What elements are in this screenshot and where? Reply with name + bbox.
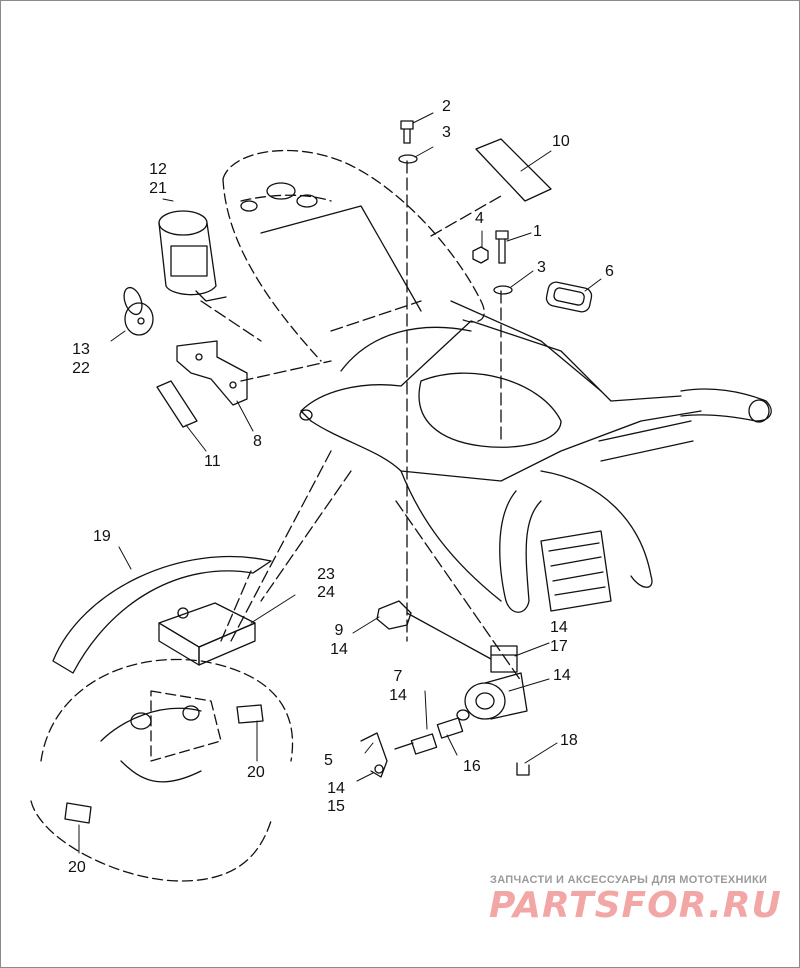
callout-16: 16 bbox=[463, 758, 481, 775]
callout-22: 22 bbox=[72, 360, 90, 377]
callout-3-second: 3 bbox=[537, 259, 546, 276]
module-part-12-21 bbox=[158, 210, 227, 302]
connector-part-17 bbox=[490, 645, 518, 673]
frame-assembly bbox=[299, 300, 772, 613]
washer-part-3-lower bbox=[493, 285, 513, 295]
washer-part-3-upper bbox=[398, 154, 418, 164]
callout-15: 15 bbox=[327, 798, 345, 815]
clip-part-18 bbox=[516, 762, 530, 776]
bracket-part-8 bbox=[176, 340, 248, 406]
callout-8: 8 bbox=[253, 433, 262, 450]
callout-2: 2 bbox=[442, 98, 451, 115]
connector-part-7-16 bbox=[394, 709, 470, 755]
callout-19: 19 bbox=[93, 528, 111, 545]
reflector-part-20-lower bbox=[64, 802, 92, 824]
callout-12: 12 bbox=[149, 161, 167, 178]
bolt-part-1 bbox=[495, 230, 509, 264]
callout-14-at-7: 14 bbox=[389, 687, 407, 704]
callout-18: 18 bbox=[560, 732, 578, 749]
callout-leaders bbox=[78, 112, 602, 854]
switch-part-14 bbox=[464, 672, 528, 720]
pad-part-11 bbox=[156, 380, 198, 428]
callout-7: 7 bbox=[393, 668, 403, 685]
watermark-logo: PARTSFOR.RU bbox=[489, 885, 782, 926]
reflector-part-20-upper bbox=[236, 704, 264, 724]
box-part-23-24 bbox=[158, 602, 256, 666]
callout-24: 24 bbox=[317, 584, 335, 601]
rear-fender-outline bbox=[222, 149, 485, 362]
callout-14-at-17: 14 bbox=[550, 619, 568, 636]
callout-3: 3 bbox=[442, 124, 451, 141]
sensor-part-9 bbox=[376, 600, 492, 660]
callout-6: 6 bbox=[605, 263, 614, 280]
grommet-part-6 bbox=[545, 281, 593, 313]
trim-strip-part-19 bbox=[52, 556, 272, 674]
bolt-part-2 bbox=[400, 120, 414, 144]
callout-14-at-15: 14 bbox=[327, 780, 345, 797]
callout-21: 21 bbox=[149, 180, 167, 197]
callout-20-upper: 20 bbox=[247, 764, 265, 781]
callout-4: 4 bbox=[475, 210, 484, 227]
callout-14-at-switch: 14 bbox=[553, 667, 571, 684]
callout-20-lower: 20 bbox=[68, 859, 86, 876]
callout-14-at-9: 14 bbox=[330, 641, 348, 658]
callout-5: 5 bbox=[324, 752, 333, 769]
callout-10: 10 bbox=[552, 133, 570, 150]
plate-part-10 bbox=[475, 138, 552, 202]
fob-part-13-22 bbox=[123, 286, 154, 336]
callout-13: 13 bbox=[72, 341, 90, 358]
nut-part-4 bbox=[472, 246, 489, 264]
callout-17: 17 bbox=[550, 638, 568, 655]
bracket-part-5-15 bbox=[360, 732, 388, 778]
front-fender-assembly bbox=[30, 658, 294, 882]
callout-9: 9 bbox=[334, 622, 344, 639]
callout-1: 1 bbox=[533, 223, 542, 240]
callout-11: 11 bbox=[204, 453, 221, 470]
watermark-caption: ЗАПЧАСТИ И АКСЕССУАРЫ ДЛЯ МОТОТЕХНИКИ bbox=[490, 874, 768, 886]
callout-23: 23 bbox=[317, 566, 335, 583]
assembly-lines bbox=[200, 160, 522, 682]
fender-wiring bbox=[100, 705, 202, 783]
